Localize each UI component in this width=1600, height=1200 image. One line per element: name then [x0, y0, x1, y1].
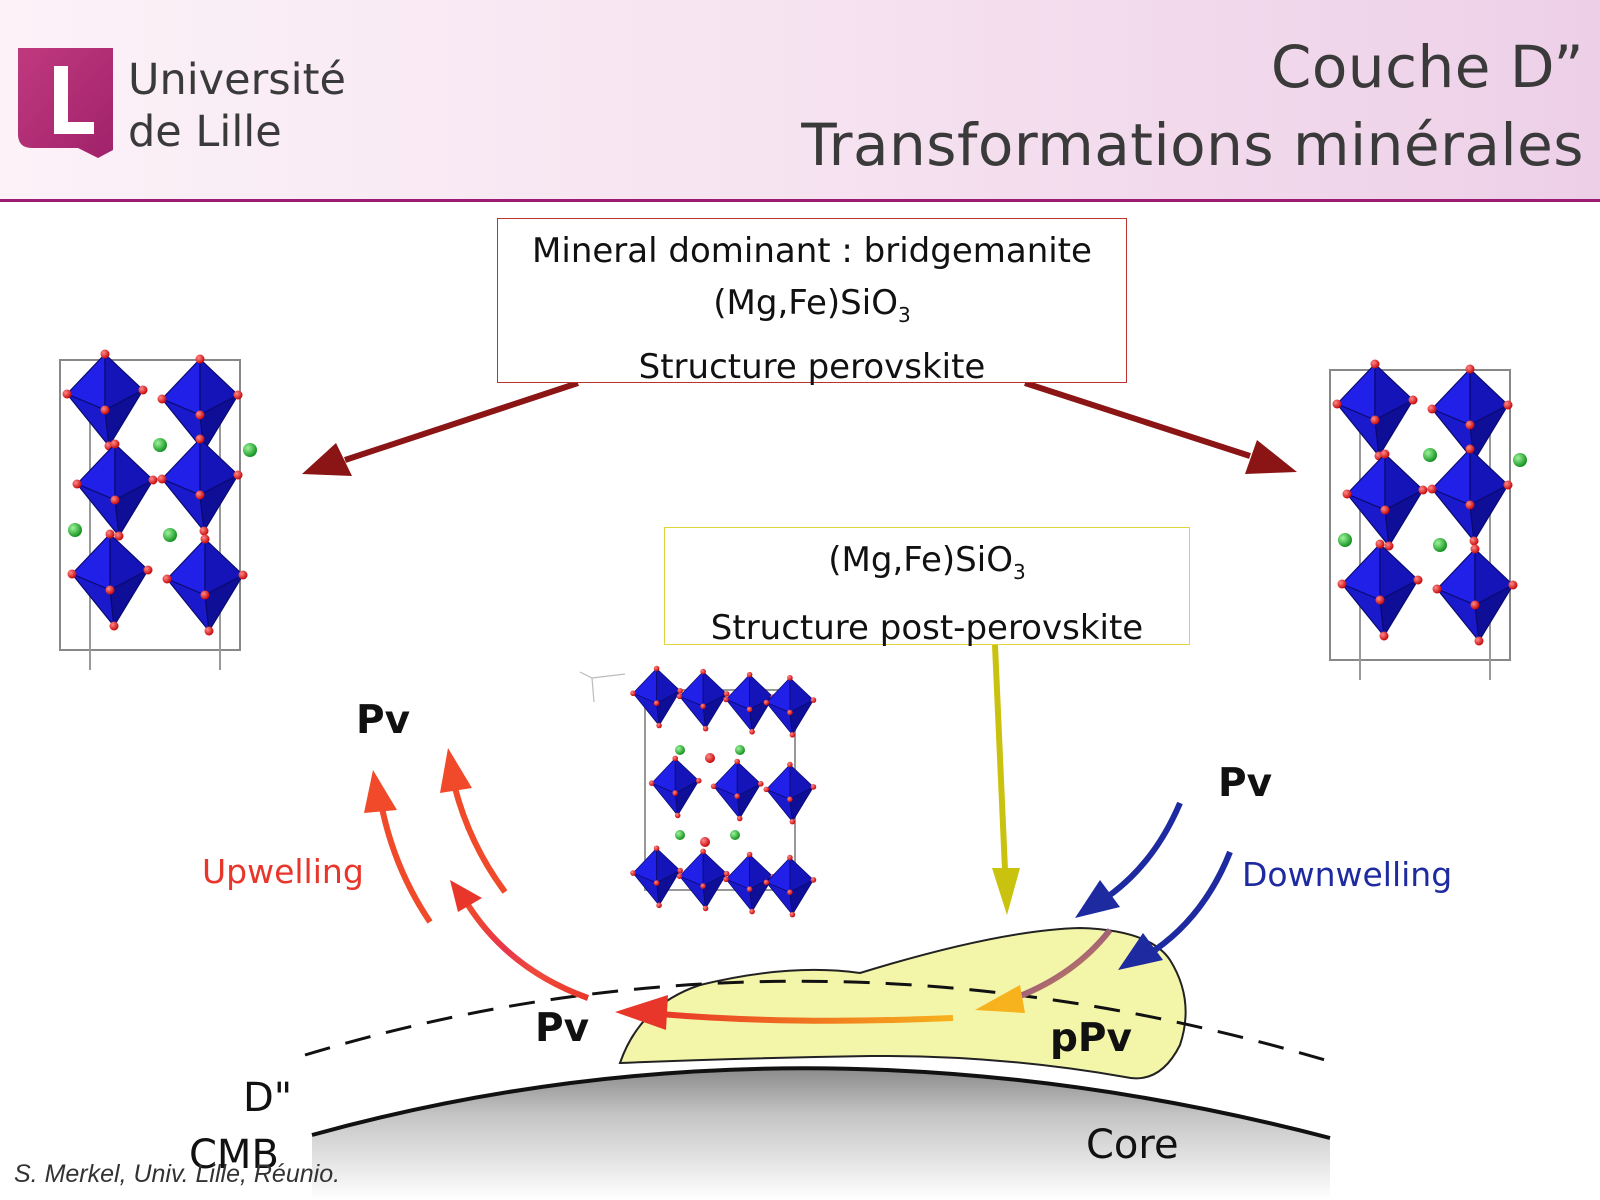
university-name-line1: Université — [128, 55, 346, 105]
downwelling-arrow-right — [1118, 850, 1233, 970]
footer-credit: S. Merkel, Univ. Lille, Réunio. — [14, 1160, 341, 1188]
label-pv-bottom: Pv — [535, 1006, 590, 1051]
post-perovskite-box-line2: Structure post-perovskite — [710, 608, 1144, 648]
flow-arrow-horizontal — [615, 995, 954, 1030]
label-upwelling: Upwelling — [202, 852, 364, 891]
flow-arrow-descending — [975, 928, 1113, 1013]
perovskite-structure-left-icon — [60, 350, 257, 671]
slide-title-line2: Transformations minérales — [801, 111, 1584, 179]
upwelling-arrow-left — [364, 770, 433, 924]
upwelling-arrow-right — [440, 748, 508, 894]
ppv-region — [618, 926, 1187, 1080]
header-band — [0, 0, 1600, 200]
label-cmb: CMB — [189, 1132, 279, 1178]
core-region — [312, 1068, 1330, 1200]
label-d-double-prime: D" — [243, 1075, 293, 1121]
university-name-line2: de Lille — [128, 107, 282, 157]
perovskite-structure-right-icon — [1330, 360, 1527, 681]
downwelling-arrow-left — [1075, 801, 1183, 918]
header-divider — [0, 199, 1600, 202]
arrow-to-right-structure — [1024, 380, 1297, 474]
bridgemanite-box: Mineral dominant : bridgemanite (Mg,Fe)S… — [497, 218, 1127, 387]
upwelling-arrow-inner — [450, 880, 590, 1001]
arrow-to-ppv-region — [992, 644, 1020, 915]
post-perovskite-structure-icon — [630, 666, 816, 918]
cmb-curve — [311, 1066, 1331, 1140]
university-logo-icon — [18, 48, 113, 158]
arrow-to-left-structure — [302, 380, 579, 476]
label-core: Core — [1086, 1122, 1179, 1168]
d-double-prime-boundary — [304, 979, 1326, 1062]
label-pv-right: Pv — [1218, 761, 1273, 806]
post-perovskite-box: (Mg,Fe)SiO3 Structure post-perovskite — [664, 527, 1190, 648]
label-pv-top-left: Pv — [356, 698, 411, 743]
axis-indicator-icon — [579, 671, 626, 703]
slide-title: Couche D” Transformations minérales — [801, 28, 1584, 184]
bridgemanite-formula: (Mg,Fe)SiO3 — [713, 283, 911, 327]
post-perovskite-formula: (Mg,Fe)SiO3 — [828, 540, 1026, 584]
university-name: Université de Lille — [128, 54, 346, 158]
label-downwelling: Downwelling — [1242, 855, 1453, 894]
bridgemanite-box-line3: Structure perovskite — [638, 347, 986, 387]
bridgemanite-box-line1: Mineral dominant : bridgemanite — [532, 231, 1092, 271]
label-ppv: pPv — [1050, 1016, 1132, 1061]
slide-title-line1: Couche D” — [1270, 33, 1584, 101]
